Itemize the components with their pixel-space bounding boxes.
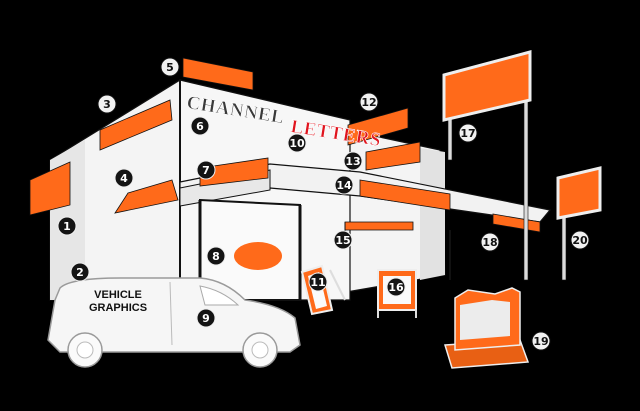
marker-label: 9 — [202, 312, 210, 325]
marker-3: 3 — [97, 94, 117, 114]
marker-label: 13 — [345, 155, 360, 168]
marker-label: 16 — [388, 281, 404, 294]
sign-17-pole-sign — [442, 50, 532, 122]
marker-label: 8 — [212, 250, 220, 263]
marker-19: 19 — [531, 331, 551, 351]
rear-building-side — [420, 148, 445, 280]
sign-14-fascia-band — [359, 179, 451, 211]
marker-circle — [287, 133, 307, 153]
marker-8: 8 — [206, 246, 226, 266]
marker-label: 19 — [533, 335, 548, 348]
marker-circle — [114, 168, 134, 188]
van-door-line — [169, 281, 173, 346]
marker-circle — [334, 175, 354, 195]
marker-13: 13 — [343, 151, 363, 171]
marker-11: 11 — [308, 272, 328, 292]
marker-circle — [458, 123, 478, 143]
marker-16: 16 — [386, 277, 406, 297]
marker-label: 15 — [335, 234, 350, 247]
marker-circle — [196, 308, 216, 328]
marker-circle — [70, 262, 90, 282]
vehicle-graphics-line1: VEHICLE — [94, 289, 142, 301]
marker-10: 10 — [287, 133, 307, 153]
marker-9: 9 — [196, 308, 216, 328]
marker-label: 11 — [310, 276, 325, 289]
marker-circle — [206, 246, 226, 266]
sign-3-gable-panel — [99, 99, 173, 151]
marker-circle — [480, 232, 500, 252]
marker-label: 1 — [63, 220, 71, 233]
marker-circle — [308, 272, 328, 292]
sign-13-wall-sign — [365, 141, 421, 171]
marker-label: 2 — [76, 266, 84, 279]
marker-label: 12 — [361, 96, 376, 109]
vehicle-van: VEHICLE GRAPHICS — [47, 277, 301, 368]
marker-circle — [570, 230, 590, 250]
marker-20: 20 — [570, 230, 590, 250]
marker-circle — [386, 277, 406, 297]
a-frame-leg — [329, 269, 346, 301]
marker-5: 5 — [160, 57, 180, 77]
marker-17: 17 — [458, 123, 478, 143]
marker-14: 14 — [334, 175, 354, 195]
marker-circle — [359, 92, 379, 112]
marker-4: 4 — [114, 168, 134, 188]
sign-19-monument-face — [460, 300, 510, 340]
marker-label: 4 — [120, 172, 128, 185]
sign-15-hanging-sign — [344, 221, 414, 231]
marker-circle — [196, 160, 216, 180]
van-front-hub — [251, 341, 269, 359]
marker-label: 5 — [166, 61, 174, 74]
marker-circle — [97, 94, 117, 114]
sign-7-canopy-sign — [199, 157, 269, 187]
sign-4-wall-banner — [114, 179, 179, 214]
van-rear-hub — [76, 341, 94, 359]
marker-2: 2 — [70, 262, 90, 282]
marker-circle — [57, 216, 77, 236]
marker-circle — [343, 151, 363, 171]
sign-5-roof-sign — [182, 57, 254, 91]
marker-label: 6 — [196, 120, 204, 133]
marker-circle — [333, 230, 353, 250]
marker-label: 20 — [572, 234, 588, 247]
sign-12-wall-sign — [347, 107, 409, 146]
marker-18: 18 — [480, 232, 500, 252]
marker-12: 12 — [359, 92, 379, 112]
marker-label: 10 — [289, 137, 305, 150]
sign-1-wall-panel — [29, 161, 71, 216]
marker-label: 18 — [482, 236, 497, 249]
marker-7: 7 — [196, 160, 216, 180]
marker-circle — [160, 57, 180, 77]
van-windshield — [199, 285, 240, 306]
marker-1: 1 — [57, 216, 77, 236]
marker-label: 3 — [103, 98, 111, 111]
vehicle-graphics-line2: GRAPHICS — [89, 302, 147, 314]
marker-circle — [190, 116, 210, 136]
marker-label: 7 — [202, 164, 210, 177]
marker-label: 14 — [336, 179, 352, 192]
marker-label: 17 — [460, 127, 475, 140]
marker-circle — [531, 331, 551, 351]
sign-20-pole-sign — [556, 166, 602, 220]
marker-6: 6 — [190, 116, 210, 136]
sign-8-oval-door-sign — [234, 242, 282, 270]
marker-15: 15 — [333, 230, 353, 250]
